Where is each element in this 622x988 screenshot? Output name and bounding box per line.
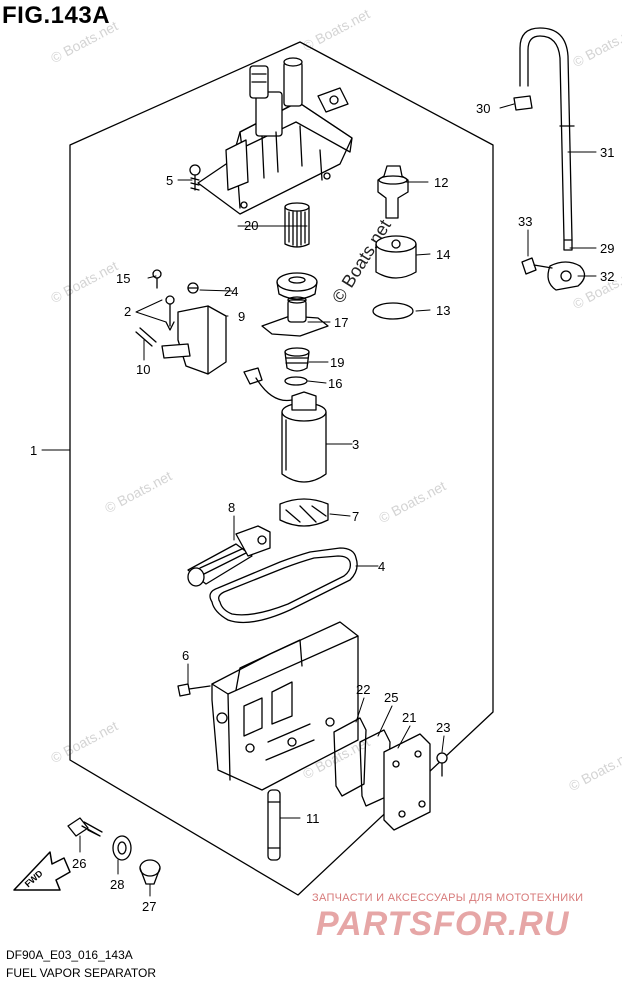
part-2-pin: [165, 295, 175, 331]
callout-14: 14: [436, 247, 450, 262]
part-4-gasket: [209, 547, 358, 624]
part-26-bolt: [67, 817, 103, 837]
part-19-rubber: [284, 347, 310, 372]
callout-15: 15: [116, 271, 130, 286]
callout-30: 30: [476, 101, 490, 116]
callout-21: 21: [402, 710, 416, 725]
part-28-grommet: [112, 835, 132, 861]
diagram-name: FUEL VAPOR SEPARATOR: [6, 966, 157, 980]
callout-11: 11: [306, 811, 320, 826]
part-3-fuel-pump: [243, 367, 327, 483]
banner-brand: PARTSFOR.RU: [316, 905, 570, 943]
part-13-o-ring: [372, 302, 414, 320]
part-12-valve: [377, 165, 409, 219]
callout-3: 3: [352, 437, 359, 452]
banner-subtitle: ЗАПЧАСТИ И АКСЕССУАРЫ ДЛЯ МОТОТЕХНИКИ: [312, 892, 584, 904]
part-5-screw: [189, 164, 201, 191]
callout-5: 5: [166, 173, 173, 188]
part-32-clamp: [547, 261, 586, 291]
callout-26: 26: [72, 856, 86, 871]
callout-4: 4: [378, 559, 385, 574]
part-8-sensor: [187, 525, 271, 587]
part-20-filter: [284, 202, 310, 248]
part-7-filter: [279, 498, 329, 527]
part-21-cover: [383, 733, 431, 831]
callout-9: 9: [238, 309, 245, 324]
callout-17: 17: [334, 315, 348, 330]
part-29-hose-end: [563, 239, 573, 251]
part-16-o-ring: [284, 376, 308, 386]
callout-13: 13: [436, 303, 450, 318]
callout-24: 24: [224, 284, 238, 299]
part-9-bracket: [177, 305, 227, 375]
callout-27: 27: [142, 899, 156, 914]
callout-22: 22: [356, 682, 370, 697]
figure-title: FIG.143A: [2, 2, 111, 29]
fwd-arrow: [13, 851, 71, 891]
separator-body: [211, 621, 359, 791]
part-33-bolt: [521, 257, 553, 275]
diagram-code: DF90A_E03_016_143A: [6, 948, 133, 962]
callout-29: 29: [600, 241, 614, 256]
assembly-boundary: [69, 41, 494, 896]
part-11-pipe: [267, 789, 281, 861]
callout-20: 20: [244, 218, 258, 233]
callout-28: 28: [110, 877, 124, 892]
part-27-collar: [139, 859, 161, 885]
callout-12: 12: [434, 175, 448, 190]
callout-25: 25: [384, 690, 398, 705]
part-17-float: [261, 296, 329, 337]
part-24-screw: [187, 282, 199, 294]
callout-1: 1: [30, 443, 37, 458]
part-23-screw: [436, 752, 448, 777]
part-14-cap: [375, 235, 417, 279]
callout-10: 10: [136, 362, 150, 377]
callout-7: 7: [352, 509, 359, 524]
leader-lines: [41, 103, 597, 897]
part-15-screw: [152, 269, 162, 289]
callout-6: 6: [182, 648, 189, 663]
callout-31: 31: [600, 145, 614, 160]
callout-23: 23: [436, 720, 450, 735]
separator-cover: [197, 57, 353, 215]
callout-19: 19: [330, 355, 344, 370]
part-31-hose: [519, 27, 575, 241]
callout-8: 8: [228, 500, 235, 515]
part-30-clip: [513, 95, 533, 111]
callout-33: 33: [518, 214, 532, 229]
callout-16: 16: [328, 376, 342, 391]
part-6-bolt: [177, 683, 211, 697]
part-10-clip: [135, 327, 191, 359]
callout-32: 32: [600, 269, 614, 284]
float-seat: [276, 272, 318, 300]
callout-2: 2: [124, 304, 131, 319]
part-22-gasket: [333, 717, 367, 797]
